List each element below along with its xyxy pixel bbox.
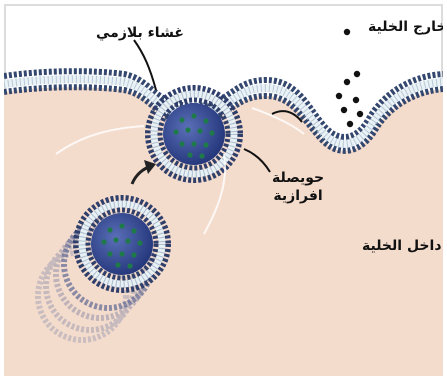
secreted-particles (336, 29, 363, 127)
secretory-vesicle-label-line1: حويصلة (272, 169, 324, 187)
secretory-vesicle-label: حويصلة افرازية (272, 169, 324, 205)
plasma-membrane-label: غشاء بلازمي (96, 26, 184, 41)
exocytosis-diagram (4, 4, 443, 376)
secretory-vesicle-label-line2: افرازية (272, 187, 324, 205)
diagram-frame: غشاء بلازمي خارج الخلية داخل الخلية حويص… (4, 4, 443, 376)
inside-cell-label: داخل الخلية (362, 239, 442, 254)
outside-cell-label: خارج الخلية (368, 20, 443, 35)
